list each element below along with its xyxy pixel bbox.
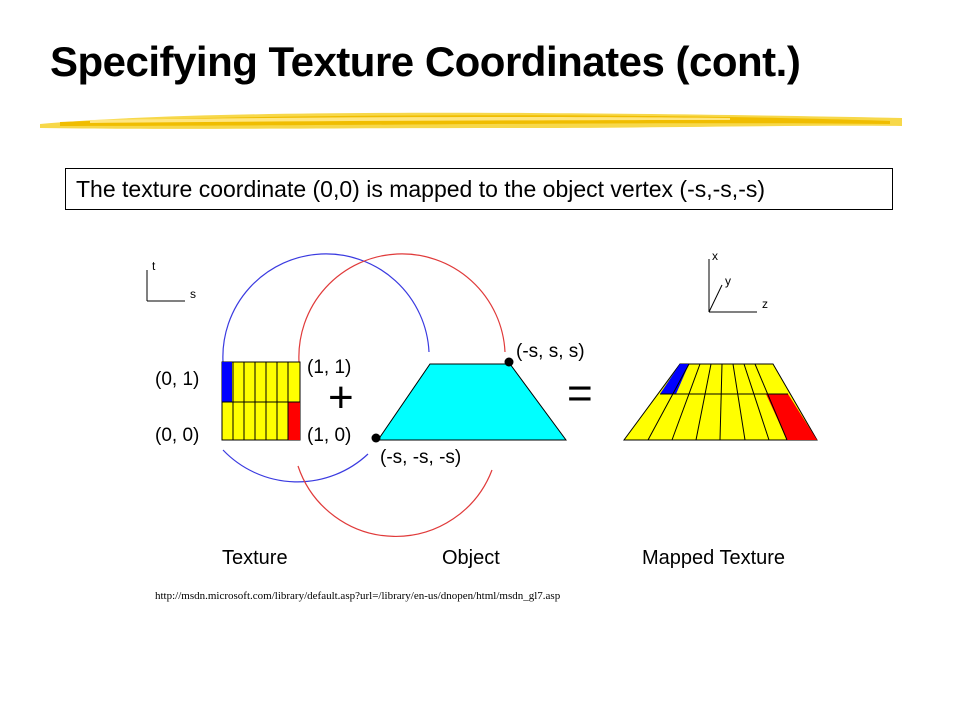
texture-corner-bottom-left: (0, 0) [155,425,199,446]
texture-blue-marker [222,362,232,402]
axis-label-t: t [152,259,156,273]
vertex-dot-top-right [504,357,514,367]
texture-axes: t s [146,259,196,302]
axis-label-s: s [190,287,196,301]
panel-label-object: Object [442,547,500,569]
texture-image [221,361,301,441]
axis-label-z: z [762,297,768,311]
panel-label-texture: Texture [222,547,288,569]
mapped-texture [623,363,818,441]
texture-corner-top-left: (0, 1) [155,369,199,390]
source-url: http://msdn.microsoft.com/library/defaul… [155,590,561,602]
texture-red-marker [288,402,300,440]
object-vertex-bottom-left: (-s, -s, -s) [380,447,461,468]
panel-label-mapped: Mapped Texture [642,547,785,569]
plus-operator: + [328,373,354,422]
vertex-dot-bottom-left [371,433,381,443]
equals-operator: = [567,369,593,418]
mapped-blue-marker [660,364,689,394]
texture-corner-bottom-right: (1, 0) [307,425,351,446]
axis-label-x: x [712,249,718,263]
object-trapezoid [377,363,567,441]
red-arc-lower [297,465,493,538]
mapped-red-marker [766,394,817,440]
red-arc-upper [298,253,506,363]
texture-corner-top-right: (1, 1) [307,357,351,378]
axis-label-y: y [725,274,731,288]
caption-box: The texture coordinate (0,0) is mapped t… [65,168,893,210]
slide-title: Specifying Texture Coordinates (cont.) [50,38,801,85]
blue-arc-lower [222,449,369,483]
title-underline-stroke [40,112,902,129]
object-axes: x y z [708,249,768,313]
object-vertex-top-right: (-s, s, s) [516,341,585,362]
blue-arc-upper [222,253,430,363]
